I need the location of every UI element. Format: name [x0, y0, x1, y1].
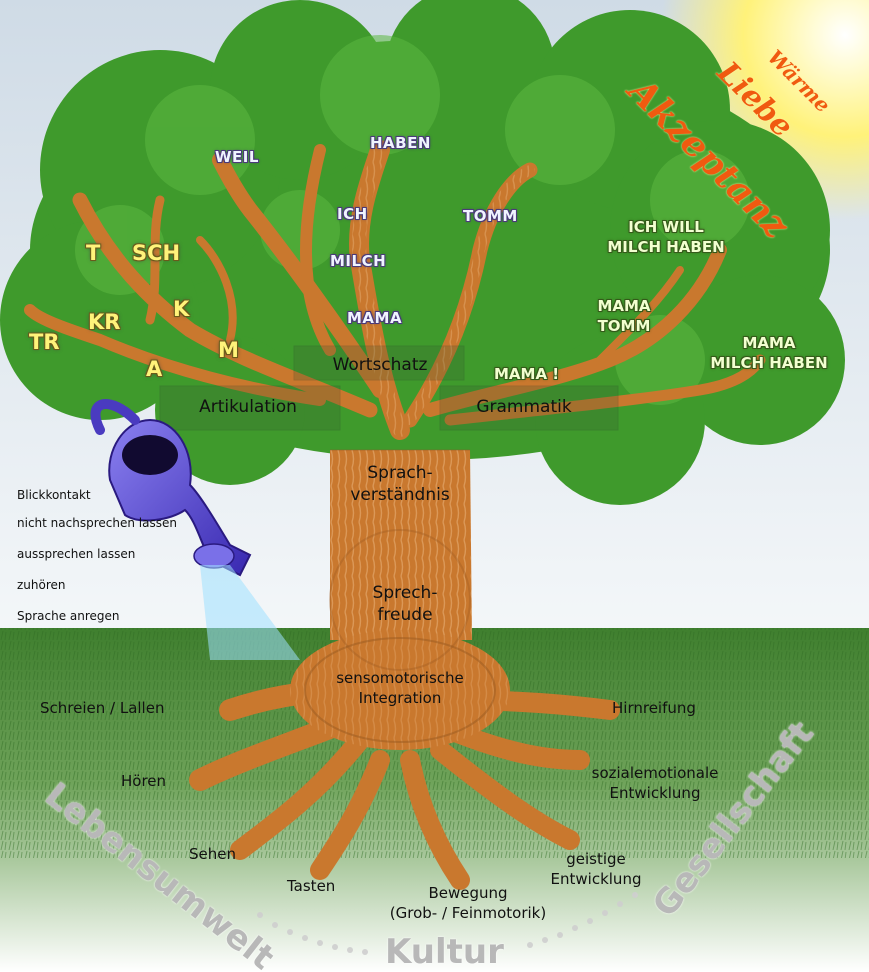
articulation-sound: SCH [132, 241, 181, 265]
grammar-phrase: MAMA TOMM [597, 296, 650, 336]
grammar-phrase-line: MILCH HABEN [607, 238, 725, 256]
trunk-joy-line2: freude [377, 605, 433, 625]
root-social: sozialemotionale Entwicklung [592, 763, 719, 803]
vocab-word: ICH [337, 205, 368, 223]
area-articulation: Artikulation [199, 397, 297, 417]
vocab-word: WEIL [215, 148, 259, 166]
grammar-phrase-line: MAMA [597, 297, 651, 315]
water-spray [200, 565, 300, 660]
root-touching: Tasten [287, 877, 336, 895]
watering-can-icon [90, 399, 252, 577]
arc-word-middle: Kultur [385, 932, 504, 972]
articulation-sound: T [86, 241, 101, 265]
grammar-phrase-line: MILCH HABEN [710, 354, 828, 372]
grammar-phrase-line: TOMM [597, 317, 651, 335]
trunk-understanding-line1: Sprach- [367, 463, 433, 483]
root-crying: Schreien / Lallen [40, 699, 165, 717]
root-mental: geistige Entwicklung [551, 849, 642, 889]
vocab-word: HABEN [370, 134, 431, 152]
grammar-phrase: MAMA MILCH HABEN [710, 333, 827, 373]
articulation-sound: M [218, 338, 239, 362]
root-social-line2: Entwicklung [609, 784, 701, 802]
watering-item: nicht nachsprechen lassen [17, 516, 177, 530]
root-hearing: Hören [121, 772, 167, 790]
grammar-phrase: MAMA ! [494, 365, 560, 383]
articulation-sound: A [146, 357, 163, 381]
grammar-phrase: ICH WILL MILCH HABEN [607, 217, 724, 257]
root-mental-line2: Entwicklung [550, 870, 642, 888]
watering-item: zuhören [17, 578, 66, 592]
root-social-line1: sozialemotionale [591, 764, 719, 782]
watering-item: Sprache anregen [17, 609, 120, 623]
trunk-joy-line1: Sprech- [372, 583, 438, 603]
area-vocabulary: Wortschatz [332, 355, 428, 375]
root-seeing: Sehen [189, 845, 236, 863]
trunk-integration-line1: sensomotorische [336, 669, 464, 687]
grammar-phrase-line: ICH WILL [628, 218, 704, 236]
articulation-sound: KR [88, 310, 121, 334]
trunk-understanding-line2: verständnis [350, 485, 450, 505]
articulation-sound: K [173, 297, 190, 321]
root-movement: Bewegung (Grob- / Feinmotorik) [390, 883, 546, 923]
watering-item: Blickkontakt [17, 488, 91, 502]
vocab-word: MILCH [330, 252, 387, 270]
watering-item: aussprechen lassen [17, 547, 136, 561]
trunk-understanding: Sprach- verständnis [350, 462, 449, 506]
root-movement-line1: Bewegung [428, 884, 508, 902]
vocab-word: MAMA [347, 309, 403, 327]
articulation-sound: TR [29, 330, 60, 354]
vocab-word: TOMM [463, 207, 518, 225]
root-brain: Hirnreifung [612, 699, 696, 717]
trunk-joy: Sprech- freude [373, 582, 438, 626]
root-mental-line1: geistige [566, 850, 626, 868]
root-movement-line2: (Grob- / Feinmotorik) [389, 904, 547, 922]
grammar-phrase-line: MAMA [742, 334, 796, 352]
trunk-integration: sensomotorische Integration [336, 668, 464, 708]
trunk-integration-line2: Integration [358, 689, 442, 707]
area-grammar: Grammatik [476, 397, 572, 417]
